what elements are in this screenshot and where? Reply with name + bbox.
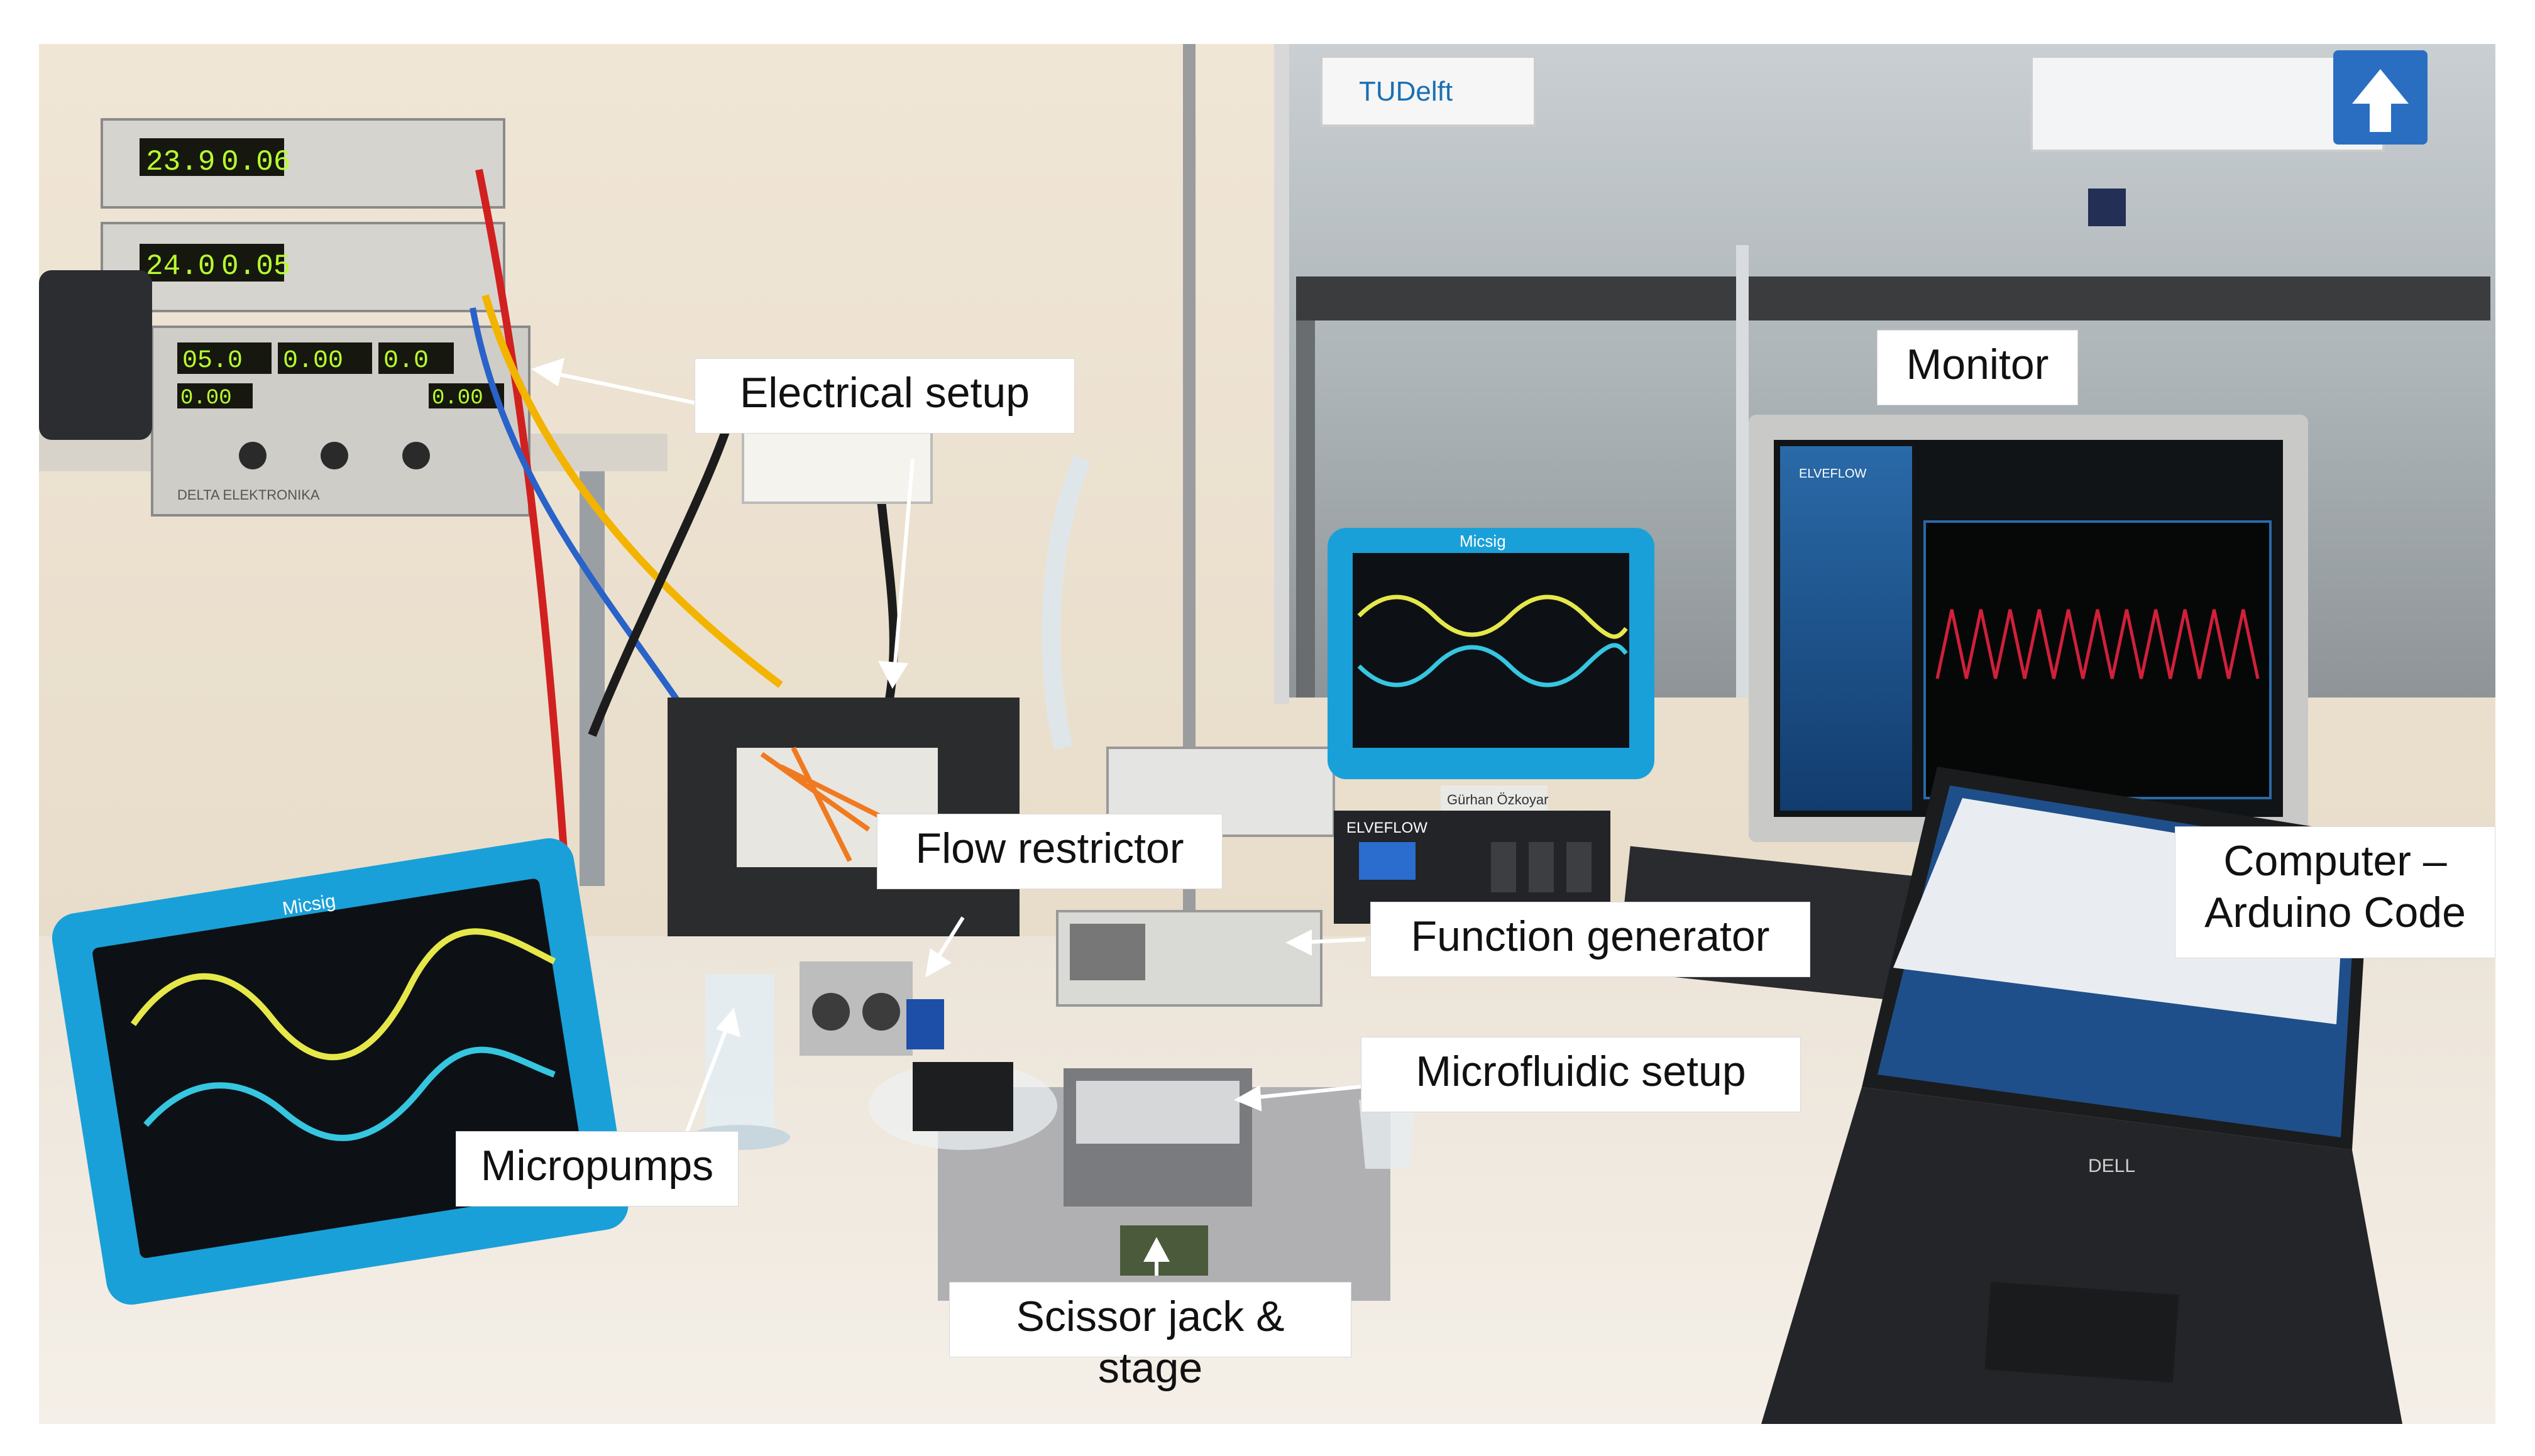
label-function-generator: Function generator: [1370, 902, 1810, 977]
tubing: [1042, 455, 1091, 750]
lab-setup-photo: TUDelft 23.9 0.06 24.0 0.05: [39, 44, 2495, 1424]
microfluidic-stage: [869, 1062, 1416, 1301]
svg-text:0.05: 0.05: [221, 250, 290, 283]
label-monitor: Monitor: [1877, 330, 2078, 405]
svg-text:ELVEFLOW: ELVEFLOW: [1799, 467, 1867, 481]
svg-text:DELTA ELEKTRONIKA: DELTA ELEKTRONIKA: [177, 487, 320, 503]
svg-text:Micsig: Micsig: [1460, 532, 1506, 550]
svg-text:23.9: 23.9: [146, 146, 215, 178]
tudelft-logo: TUDelft: [1359, 76, 1453, 107]
svg-text:0.06: 0.06: [221, 146, 290, 178]
poster-left: [1320, 55, 1536, 127]
svg-text:24.0: 24.0: [146, 250, 215, 283]
oscilloscope-middle: Micsig Gürhan Özkoyar: [1328, 528, 1654, 811]
power-supply-stack: 23.9 0.06 24.0 0.05 05.0 0.00 0.0 0.00 0…: [101, 118, 531, 517]
svg-text:0.00: 0.00: [283, 347, 343, 375]
label-microfluidic-setup: Microfluidic setup: [1361, 1037, 1801, 1112]
up-arrow-icon: [2352, 69, 2409, 132]
svg-text:0.00: 0.00: [180, 386, 232, 410]
svg-text:0.00: 0.00: [432, 386, 483, 410]
monitor-device: ELVEFLOW: [1749, 415, 2308, 930]
svg-text:Gürhan Özkoyar: Gürhan Özkoyar: [1447, 792, 1548, 807]
svg-text:ELVEFLOW: ELVEFLOW: [1346, 819, 1427, 836]
label-computer-arduino-code: Computer – Arduino Code: [2175, 826, 2495, 958]
bench-behind-window: [1296, 276, 2490, 320]
desk-phone: [39, 270, 152, 440]
oscilloscope-left: Micsig: [52, 838, 629, 1305]
yellow-cable: [481, 294, 783, 688]
micropumps-device: [690, 961, 944, 1150]
label-electrical-setup: Electrical setup: [695, 358, 1075, 434]
label-scissor-jack-stage: Scissor jack & stage: [949, 1282, 1351, 1392]
label-micropumps: Micropumps: [456, 1131, 739, 1207]
svg-text:05.0: 05.0: [182, 347, 243, 375]
lab-scene: TUDelft 23.9 0.06 24.0 0.05: [39, 44, 2495, 1424]
svg-text:0.0: 0.0: [383, 347, 429, 375]
label-arrows: [531, 358, 1369, 1276]
svg-text:DELL: DELL: [2088, 1156, 2135, 1176]
poster-right: [2030, 55, 2385, 152]
laptop: DELL: [1761, 767, 2402, 1424]
label-flow-restrictor: Flow restrictor: [877, 814, 1223, 889]
